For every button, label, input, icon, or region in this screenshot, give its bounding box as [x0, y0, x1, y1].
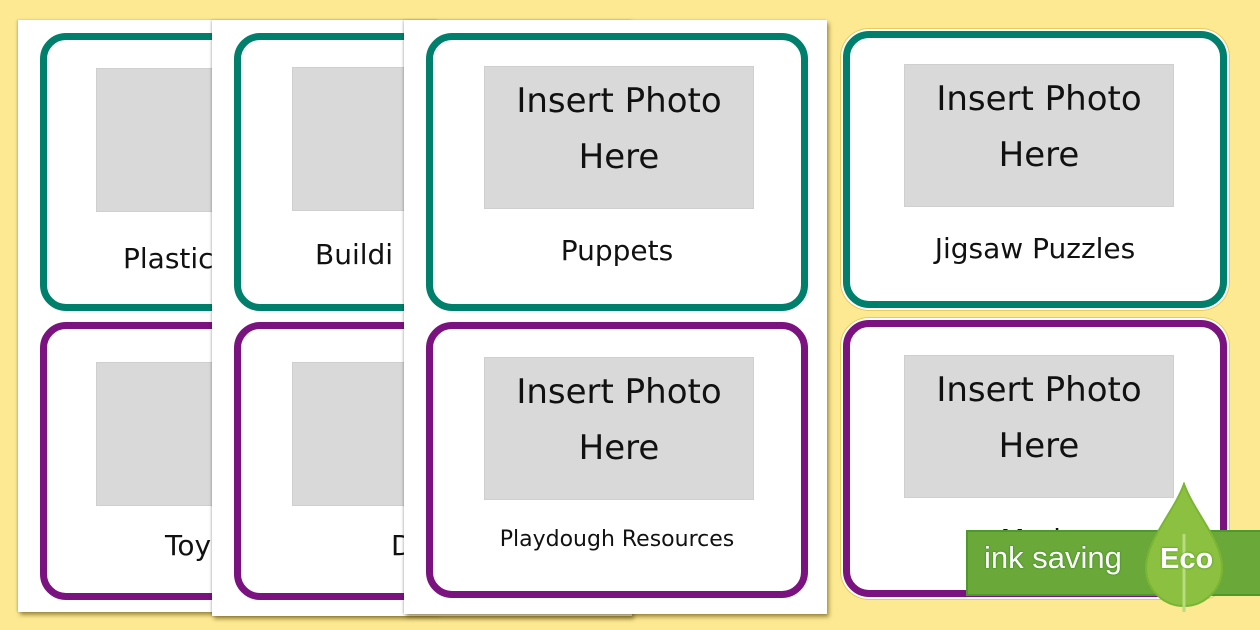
photo-placeholder-line2: Here: [578, 137, 660, 177]
photo-placeholder-line2: Here: [578, 428, 660, 468]
label-card-puppets: Insert Photo Here Puppets: [426, 33, 808, 311]
photo-placeholder-line1: Insert Photo: [936, 79, 1142, 119]
ink-saving-label: ink saving: [984, 540, 1122, 575]
card-label: Playdough Resources: [499, 527, 735, 552]
eco-label: Eco: [1160, 543, 1214, 575]
worksheet-page-3: Insert Photo Here Puppets Insert Photo H…: [404, 20, 827, 614]
photo-placeholder-line2: Here: [998, 426, 1080, 466]
label-card-jigsaw-puzzles: Insert Photo Here Jigsaw Puzzles: [843, 31, 1227, 308]
card-label: Plastic: [123, 242, 214, 275]
photo-placeholder-line1: Insert Photo: [516, 81, 722, 121]
card-label: Puppets: [560, 234, 674, 267]
label-card-playdough-resources: Insert Photo Here Playdough Resources: [426, 322, 808, 598]
card-label: Buildi: [315, 238, 394, 271]
photo-placeholder-line1: Insert Photo: [516, 372, 722, 412]
card-label: Jigsaw Puzzles: [934, 232, 1136, 265]
card-label: Toy: [165, 529, 212, 562]
eco-leaf-icon: [1144, 482, 1224, 612]
photo-placeholder-line2: Here: [998, 135, 1080, 175]
photo-placeholder: Insert Photo Here: [484, 66, 754, 209]
photo-placeholder: Insert Photo Here: [904, 355, 1174, 498]
photo-placeholder-line1: Insert Photo: [936, 370, 1142, 410]
photo-placeholder: Insert Photo Here: [484, 357, 754, 500]
photo-placeholder: Insert Photo Here: [904, 64, 1174, 207]
